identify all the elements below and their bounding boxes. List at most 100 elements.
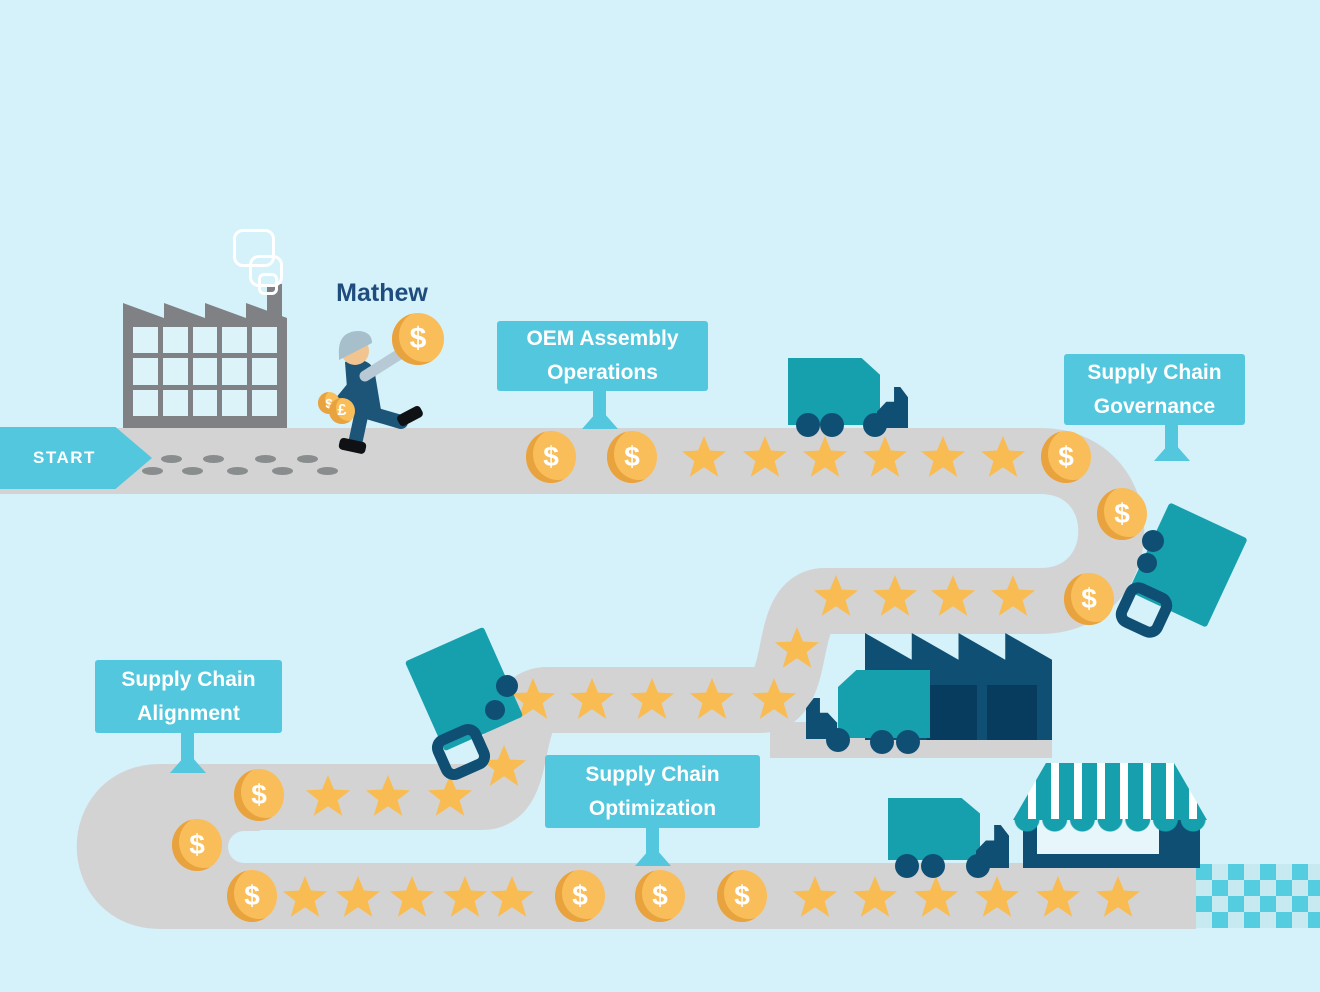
- coin-symbol: $: [624, 441, 640, 472]
- factory-window: [133, 389, 158, 416]
- start-label: START: [33, 448, 96, 467]
- store-awning-scallops: [1013, 819, 1207, 832]
- sign-text: OEM Assembly: [526, 327, 679, 351]
- sign-text: Operations: [547, 361, 658, 384]
- retail-store: [1013, 763, 1207, 869]
- coin-symbol: $: [409, 322, 427, 355]
- coin-icon: $: [635, 870, 685, 922]
- road-left-uturn-gap: [228, 831, 528, 863]
- sign-post: [181, 733, 194, 761]
- factory-window: [252, 327, 277, 354]
- origin-factory: [123, 303, 287, 428]
- truck-wheel: [921, 854, 945, 878]
- smoke-icon: [233, 229, 275, 267]
- bag-button: [485, 700, 505, 720]
- sign-text: Supply Chain: [121, 667, 256, 691]
- factory-door: [987, 685, 1037, 740]
- truck-cargo-box: [888, 798, 980, 860]
- coin-icon: $: [555, 870, 605, 922]
- coin-symbol: $: [244, 880, 260, 911]
- truck-cargo-box: [838, 670, 930, 738]
- sign-board: Supply Chain Alignment: [95, 660, 282, 733]
- truck-wheel: [820, 413, 844, 437]
- coin-symbol: $: [1081, 583, 1097, 614]
- delivery-truck-top: [786, 355, 912, 441]
- sign-text: Supply Chain: [1087, 360, 1222, 384]
- coin-icon: $: [1097, 488, 1147, 540]
- character-figure: [334, 331, 423, 454]
- smoke-icon: [249, 255, 283, 287]
- coin-icon: $: [1064, 573, 1114, 625]
- sign-text: Supply Chain: [585, 762, 720, 786]
- factory-window: [252, 358, 277, 385]
- sign-board: Supply Chain Governance: [1064, 354, 1245, 425]
- footprint-icon: [297, 455, 318, 463]
- factory-window: [222, 327, 248, 354]
- start-banner: START: [0, 427, 152, 489]
- factory-window: [192, 358, 218, 385]
- character-mathew: $ $ £: [315, 298, 450, 463]
- truck-wheel: [895, 854, 919, 878]
- coin-symbol: $: [572, 880, 588, 911]
- sign-text: Governance: [1093, 394, 1216, 418]
- coin-symbol: £: [337, 402, 347, 419]
- delivery-truck-middle: [804, 668, 932, 756]
- coin-symbol: $: [1114, 498, 1130, 529]
- finish-checkerboard: [1196, 864, 1320, 928]
- held-coin-icon: $: [392, 313, 444, 365]
- smoke-icon: [258, 273, 278, 295]
- coin-symbol: $: [734, 880, 750, 911]
- truck-wheel: [796, 413, 820, 437]
- footprint-icon: [182, 467, 203, 475]
- truck-wheel: [896, 730, 920, 754]
- factory-window: [162, 358, 188, 385]
- coin-symbol: $: [325, 395, 333, 411]
- coin-symbol: $: [1058, 441, 1074, 472]
- factory-window: [192, 389, 218, 416]
- shopping-bag-left: [404, 626, 525, 785]
- shopping-bag-right: [1111, 502, 1248, 645]
- footprint-icon: [203, 455, 224, 463]
- coin-icon: $: [717, 870, 767, 922]
- sign-board: Supply Chain Optimization: [545, 755, 760, 828]
- sign-board: OEM Assembly Operations: [497, 321, 708, 391]
- bag-button: [496, 675, 518, 697]
- truck-wheel: [826, 728, 850, 752]
- coin-symbol: $: [543, 441, 559, 472]
- bag-button: [1142, 530, 1164, 552]
- footprint-icon: [227, 467, 248, 475]
- footprint-icon: [317, 467, 338, 475]
- coin-symbol: $: [652, 880, 668, 911]
- factory-window: [252, 389, 277, 416]
- truck-wheel: [870, 730, 894, 754]
- sign-text: Alignment: [137, 701, 240, 725]
- factory-window: [133, 358, 158, 385]
- footprint-icon: [142, 467, 163, 475]
- footprint-icon: [272, 467, 293, 475]
- coin-icon: $: [227, 870, 277, 922]
- factory-window: [222, 358, 248, 385]
- coin-symbol: $: [251, 779, 267, 810]
- bag-button: [1137, 553, 1157, 573]
- factory-window: [162, 389, 188, 416]
- coin-icon: $: [1041, 431, 1091, 483]
- coin-icon: $: [607, 431, 657, 483]
- sign-post: [646, 828, 659, 854]
- character-name-label: Mathew: [336, 279, 428, 307]
- coin-icon: $: [172, 819, 222, 871]
- store-awning: [1013, 763, 1207, 820]
- factory-window: [162, 327, 188, 354]
- truck-wheel: [863, 413, 887, 437]
- truck-wheel: [966, 854, 990, 878]
- footprint-icon: [161, 455, 182, 463]
- held-coin-icon: £: [329, 398, 355, 424]
- sign-post: [1165, 425, 1178, 449]
- factory-window: [222, 389, 248, 416]
- coin-icon: $: [234, 769, 284, 821]
- factory-window: [192, 327, 218, 354]
- footprint-icon: [255, 455, 276, 463]
- delivery-truck-bottom: [886, 795, 1014, 881]
- coin-symbol: $: [189, 829, 205, 860]
- gray-factory-windows: [133, 327, 277, 416]
